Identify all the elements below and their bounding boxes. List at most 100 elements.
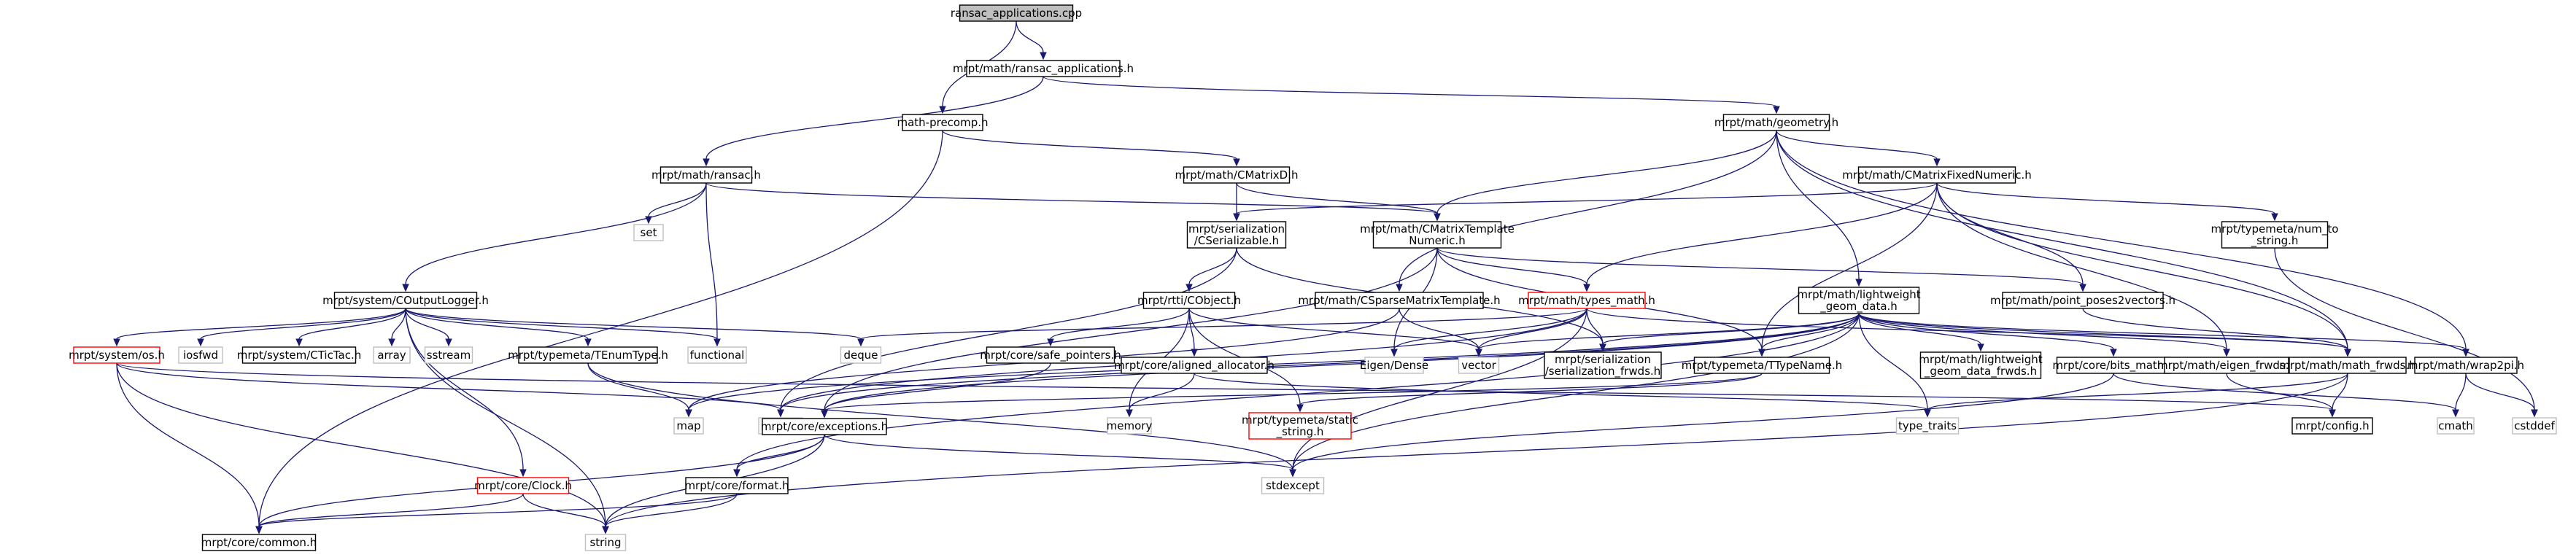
edge-format-to-common	[255, 493, 738, 534]
node-geometry[interactable]: mrpt/math/geometry.h	[1714, 114, 1838, 131]
node-typesmath[interactable]: mrpt/math/types_math.h	[1518, 292, 1655, 309]
node-lwfrwds[interactable]: mrpt/math/lightweight_geom_data_frwds.h	[1919, 351, 2043, 379]
node-mathfrwds[interactable]: mrpt/math/math_frwds.h	[2279, 357, 2416, 374]
edge-ransac_app_h-to-ransac_h	[703, 76, 1044, 167]
edge-mathfrwds-to-config	[2329, 373, 2348, 418]
node-ttypename[interactable]: mrpt/typemeta/TTypeName.h	[1682, 357, 1843, 374]
edge-systemos-to-cstdint	[116, 362, 784, 418]
edge-ransac_h-to-cmattemplate	[705, 182, 1441, 222]
node-box	[633, 224, 664, 241]
edge-cobject-to-vector	[1188, 308, 1482, 357]
node-label: mrpt/serialization	[1188, 222, 1285, 236]
node-serfrwds[interactable]: mrpt/serialization/serialization_frwds.h	[1544, 351, 1662, 379]
node-label: _geom_data.h	[1819, 300, 1898, 314]
node-safepointers[interactable]: mrpt/core/safe_pointers.h	[980, 346, 1121, 364]
node-label: memory	[1107, 419, 1153, 432]
edge-bitsmath-to-stdexcept	[1289, 373, 2114, 478]
node-exceptions[interactable]: mrpt/core/exceptions.h	[761, 418, 888, 435]
edge-line	[405, 308, 862, 340]
node-root[interactable]: ransac_applications.cpp	[951, 4, 1082, 22]
node-map: map	[673, 417, 704, 435]
edge-line	[1436, 247, 2084, 285]
node-box	[1107, 417, 1152, 435]
node-systemos[interactable]: mrpt/system/os.h	[69, 346, 165, 364]
node-eigenfrwds[interactable]: mrpt/math/eigen_frwds.h	[2157, 357, 2296, 374]
node-label: mrpt/math/math_frwds.h	[2279, 359, 2416, 373]
node-clock[interactable]: mrpt/core/Clock.h	[474, 477, 572, 494]
node-coutlogger[interactable]: mrpt/system/COutputLogger.h	[322, 292, 489, 309]
arrowhead-icon	[1773, 106, 1780, 114]
node-cmatfixed[interactable]: mrpt/math/CMatrixFixedNumeric.h	[1842, 166, 2032, 184]
edge-line	[942, 130, 1237, 160]
edge-line	[1776, 130, 1938, 160]
arrowhead-icon	[2452, 409, 2459, 418]
node-label: mrpt/math/ransac_applications.h	[953, 62, 1134, 76]
edge-line	[258, 130, 943, 527]
node-cobject[interactable]: mrpt/rtti/CObject.h	[1137, 292, 1241, 309]
node-csparse[interactable]: mrpt/math/CSparseMatrixTemplate.h	[1298, 292, 1501, 309]
node-tenumtype[interactable]: mrpt/typemeta/TEnumType.h	[508, 346, 668, 364]
node-config[interactable]: mrpt/config.h	[2291, 417, 2373, 435]
node-label: mrpt/core/common.h	[201, 536, 317, 549]
edge-line	[1761, 182, 1938, 350]
node-label: mrpt/typemeta/static	[1242, 413, 1358, 427]
node-box	[2289, 357, 2407, 374]
node-label: map	[676, 419, 700, 432]
node-label: mrpt/math/point_poses2vectors.h	[1990, 294, 2175, 308]
edge-cserializable-to-cstdint	[777, 247, 1237, 418]
edge-cmatfixed-to-cserializable	[1233, 182, 1938, 222]
node-format[interactable]: mrpt/core/format.h	[684, 477, 789, 494]
arrowhead-icon	[519, 469, 527, 478]
node-bitsmath[interactable]: mrpt/core/bits_math.h	[2052, 357, 2175, 374]
edge-line	[2332, 373, 2348, 411]
node-label: /CSerializable.h	[1194, 234, 1279, 247]
node-box	[685, 477, 789, 494]
arrowhead-icon	[1191, 349, 1198, 357]
node-label: mrpt/math/CMatrixTemplate	[1360, 222, 1515, 236]
node-lightweight[interactable]: mrpt/math/lightweight_geom_data.h	[1797, 287, 1921, 314]
node-label: vector	[1461, 359, 1496, 372]
edge-line	[587, 362, 1293, 470]
node-pointposes[interactable]: mrpt/math/point_poses2vectors.h	[1990, 292, 2175, 309]
arrowhead-icon	[445, 338, 452, 347]
node-label: cmath	[2438, 419, 2472, 432]
node-label: cstddef	[2514, 419, 2555, 432]
node-alignedalloc[interactable]: mrpt/core/aligned_allocator.h	[1114, 357, 1275, 374]
edge-safepointers-to-exceptions	[821, 362, 1051, 419]
edge-line	[405, 308, 524, 470]
node-ransac_h[interactable]: mrpt/math/ransac.h	[651, 166, 761, 184]
node-label: mrpt/system/COutputLogger.h	[322, 294, 489, 307]
edge-line	[116, 308, 406, 340]
node-box	[1528, 292, 1646, 309]
edge-line	[1858, 313, 2227, 350]
node-box	[424, 346, 473, 364]
node-box	[333, 292, 478, 309]
arrowhead-icon	[1475, 349, 1482, 357]
node-ransac_app_h[interactable]: mrpt/math/ransac_applications.h	[953, 60, 1134, 77]
edge-line	[1188, 308, 1480, 350]
node-label: ransac_applications.cpp	[951, 7, 1082, 20]
node-staticstring[interactable]: mrpt/typemeta/static_string.h	[1242, 412, 1358, 440]
node-cserializable[interactable]: mrpt/serialization/CSerializable.h	[1186, 221, 1287, 249]
arrowhead-icon	[2223, 349, 2230, 357]
node-math_precomp[interactable]: math-precomp.h	[897, 114, 989, 131]
edge-line	[1602, 313, 1860, 345]
edge-cmatfixed-to-eigenfrwds	[1936, 182, 2230, 357]
node-wrap2pi[interactable]: mrpt/math/wrap2pi.h	[2407, 357, 2524, 374]
node-label: mrpt/math/geometry.h	[1714, 116, 1838, 129]
edge-line	[824, 247, 1438, 411]
node-label: mrpt/core/Clock.h	[474, 479, 572, 492]
edge-line	[2274, 247, 2535, 411]
node-numtostring[interactable]: mrpt/typemeta/num_to_string.h	[2211, 221, 2339, 249]
node-label: mrpt/config.h	[2295, 419, 2369, 432]
edge-line	[1858, 313, 2467, 350]
node-box	[1919, 351, 2042, 379]
edge-line	[258, 493, 524, 527]
node-ctictac[interactable]: mrpt/system/CTicTac.h	[237, 346, 362, 364]
edge-line	[1761, 313, 1860, 350]
node-common[interactable]: mrpt/core/common.h	[201, 534, 317, 551]
node-cmatrixd[interactable]: mrpt/math/CMatrixD.h	[1175, 166, 1299, 184]
edge-ransac_h-to-set	[645, 182, 707, 225]
node-box	[1458, 357, 1500, 374]
